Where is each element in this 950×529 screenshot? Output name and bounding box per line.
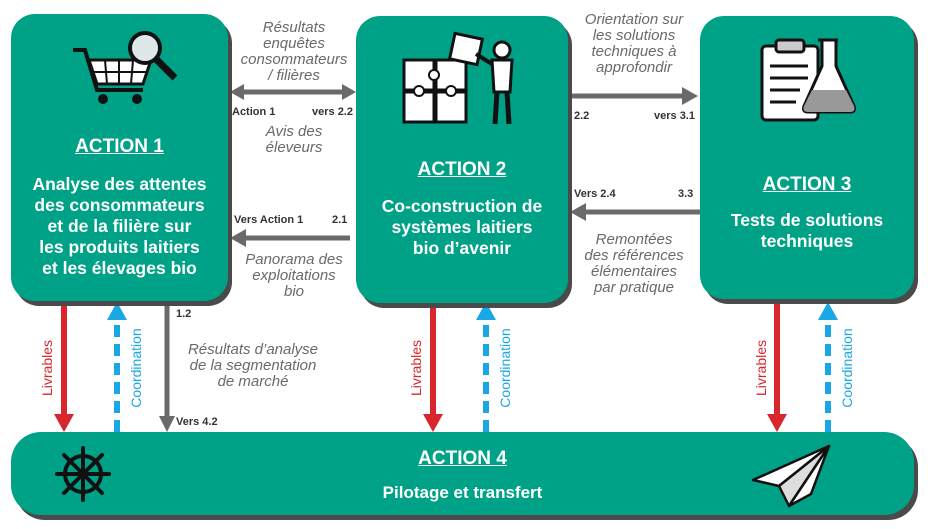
flow-tag-vers-action-1: Vers Action 1 — [234, 214, 304, 226]
action-2-box: ACTION 2 Co-construction de systèmes lai… — [356, 16, 568, 303]
clipboard-flask-icon — [760, 38, 856, 122]
action-1-box: ACTION 1 Analyse des attentes des consom… — [11, 14, 228, 301]
action-4-box: ACTION 4 Pilotage et transfert — [11, 432, 914, 515]
coordination-label-a1: Coordination — [128, 328, 144, 408]
flow-note-market-segmentation: Résultats d’analyse de la segmentation d… — [187, 341, 319, 390]
flow-tag-vers-2-2: vers 2.2 — [312, 106, 353, 118]
puzzle-person-icon — [402, 31, 514, 125]
flow-tag-2-2: 2.2 — [574, 110, 590, 122]
flow-note-farmer-opinion: Avis des éleveurs — [265, 123, 323, 156]
action-2-description: Co-construction de systèmes laitiers bio… — [381, 196, 543, 258]
action-2-title: ACTION 2 — [417, 159, 507, 180]
livrables-arrow-a2 — [423, 304, 443, 432]
flow-arrow-a2-a3 — [570, 87, 698, 105]
coordination-arrow-a3 — [818, 302, 838, 432]
action-4-description: Pilotage et transfert — [382, 483, 543, 502]
flow-arrow-a1-a2 — [230, 84, 356, 100]
flow-tag-vers-2-4: Vers 2.4 — [574, 188, 616, 200]
action-1-description: Analyse des attentes des consommateurs e… — [32, 174, 207, 278]
action-1-title: ACTION 1 — [75, 136, 164, 157]
paper-plane-icon — [751, 444, 831, 508]
flow-arrow-a3-a2 — [570, 203, 700, 221]
livrables-arrow-a3 — [767, 304, 787, 432]
flow-note-technical-orientation: Orientation sur les solutions techniques… — [584, 11, 684, 76]
action-3-description: Tests de solutions techniques — [730, 210, 884, 251]
flow-arrow-a1-a4 — [159, 304, 175, 432]
flow-note-elementary-references: Remontées des références élémentaires pa… — [584, 231, 684, 296]
livrables-label-a2: Livrables — [408, 339, 424, 397]
ship-wheel-icon — [55, 446, 111, 502]
flow-tag-1-2: 1.2 — [176, 308, 192, 320]
flow-tag-action-1: Action 1 — [232, 106, 276, 118]
flow-tag-2-1: 2.1 — [332, 214, 348, 226]
coordination-arrow-a1 — [107, 302, 127, 432]
action-3-box: ACTION 3 Tests de solutions techniques — [700, 16, 914, 299]
flow-note-consumer-results: Résultats enquêtes consommateurs / filiè… — [240, 19, 348, 84]
livrables-label-a1: Livrables — [39, 339, 55, 397]
coordination-arrow-a2 — [476, 302, 496, 432]
flow-note-farm-panorama: Panorama des exploitations bio — [245, 251, 343, 300]
coordination-label-a3: Coordination — [839, 328, 855, 408]
flow-tag-3-3: 3.3 — [678, 188, 694, 200]
flow-tag-vers-4-2: Vers 4.2 — [176, 416, 218, 428]
action-4-title: ACTION 4 — [418, 448, 507, 469]
shopping-cart-magnifier-icon — [73, 31, 178, 104]
livrables-arrow-a1 — [54, 304, 74, 432]
action-3-title: ACTION 3 — [762, 174, 852, 195]
flow-arrow-a2-a1 — [230, 229, 350, 247]
livrables-label-a3: Livrables — [753, 339, 769, 397]
coordination-label-a2: Coordination — [497, 328, 513, 408]
flow-tag-vers-3-1: vers 3.1 — [654, 110, 695, 122]
